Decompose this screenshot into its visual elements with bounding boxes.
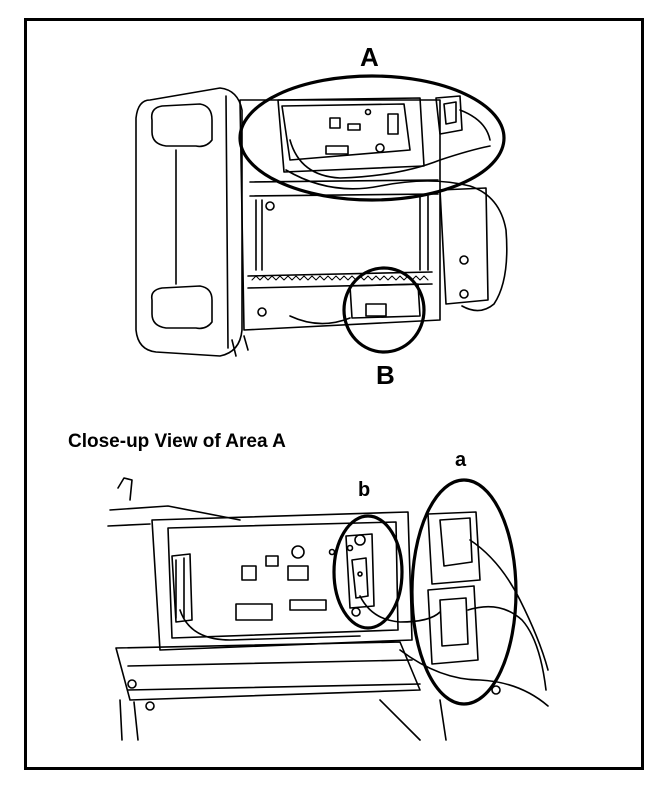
board-capacitor [364, 108, 372, 116]
screw-icon [145, 701, 155, 711]
board-capacitor [291, 545, 305, 559]
label-area-a: A [360, 42, 379, 72]
screw-icon [351, 607, 361, 617]
wire [379, 699, 447, 741]
callout-ellipse-b-detail [332, 514, 404, 630]
callout-ellipse-a-detail [410, 478, 518, 706]
label-area-b: B [376, 360, 395, 390]
mount-tab [231, 335, 249, 357]
bottom-module [349, 283, 421, 319]
board-connector [325, 145, 349, 155]
wire [359, 595, 441, 623]
connector-a-lower-plug [439, 597, 469, 647]
bottom-rail [127, 659, 413, 667]
wire-harness [467, 605, 547, 691]
board-capacitor [346, 544, 354, 552]
board-connector [289, 599, 327, 611]
serrated-rail [251, 275, 429, 281]
connector-b-plug [351, 557, 369, 599]
board-housing [151, 511, 413, 651]
screw-icon [459, 289, 469, 299]
connector-a [435, 95, 463, 135]
board-mount-hole [354, 534, 366, 546]
frame-top-rail [107, 505, 241, 527]
mount-post [119, 699, 139, 741]
callout-circle-b [342, 266, 426, 354]
callout-ellipse-a [238, 74, 506, 202]
screw-icon [265, 201, 275, 211]
frame-post-right [419, 195, 429, 271]
wire-harness [469, 539, 549, 671]
board-socket [387, 113, 399, 135]
wire [179, 609, 361, 641]
screw-icon [459, 255, 469, 265]
top-assembly [135, 74, 508, 357]
board-chip [329, 117, 341, 129]
label-detail-b: b [358, 479, 371, 501]
bottom-rail [127, 683, 421, 691]
left-connector-pins [175, 557, 185, 619]
module-connector [365, 303, 387, 317]
wire-harness [289, 139, 491, 179]
bottom-frame [115, 641, 421, 701]
board-chip [287, 565, 309, 581]
side-bracket [439, 187, 489, 305]
connector-a-upper-plug [439, 517, 473, 567]
wire-loop [285, 169, 508, 312]
board-capacitor [357, 571, 363, 577]
closeup-title: Close-up View of Area A [68, 431, 286, 452]
board-capacitor [375, 143, 385, 153]
circuit-board [281, 103, 411, 161]
board-chip [347, 123, 361, 131]
handle-housing [135, 87, 243, 357]
connector-a-upper [427, 511, 481, 585]
frame-body [239, 99, 441, 331]
label-detail-a: a [455, 449, 467, 471]
housing-seam [225, 95, 229, 349]
frame-tab [117, 477, 133, 501]
screw-icon [127, 679, 137, 689]
handle-inner-upper [150, 103, 213, 148]
left-connector [171, 553, 193, 623]
figure-frame [24, 18, 644, 770]
connector-a-lower [427, 585, 479, 665]
connector-b [345, 533, 375, 609]
handle-inner-lower [150, 285, 213, 330]
screw-icon [491, 685, 501, 695]
frame-post-left [255, 199, 263, 271]
closeup-assembly [107, 477, 549, 741]
screw-icon [257, 307, 267, 317]
board-capacitor [328, 548, 336, 556]
wire [459, 109, 491, 141]
wire [289, 315, 351, 325]
board-ic [235, 603, 273, 621]
board-chip [265, 555, 279, 567]
circuit-board-closeup [167, 521, 399, 639]
board-chip [241, 565, 257, 581]
